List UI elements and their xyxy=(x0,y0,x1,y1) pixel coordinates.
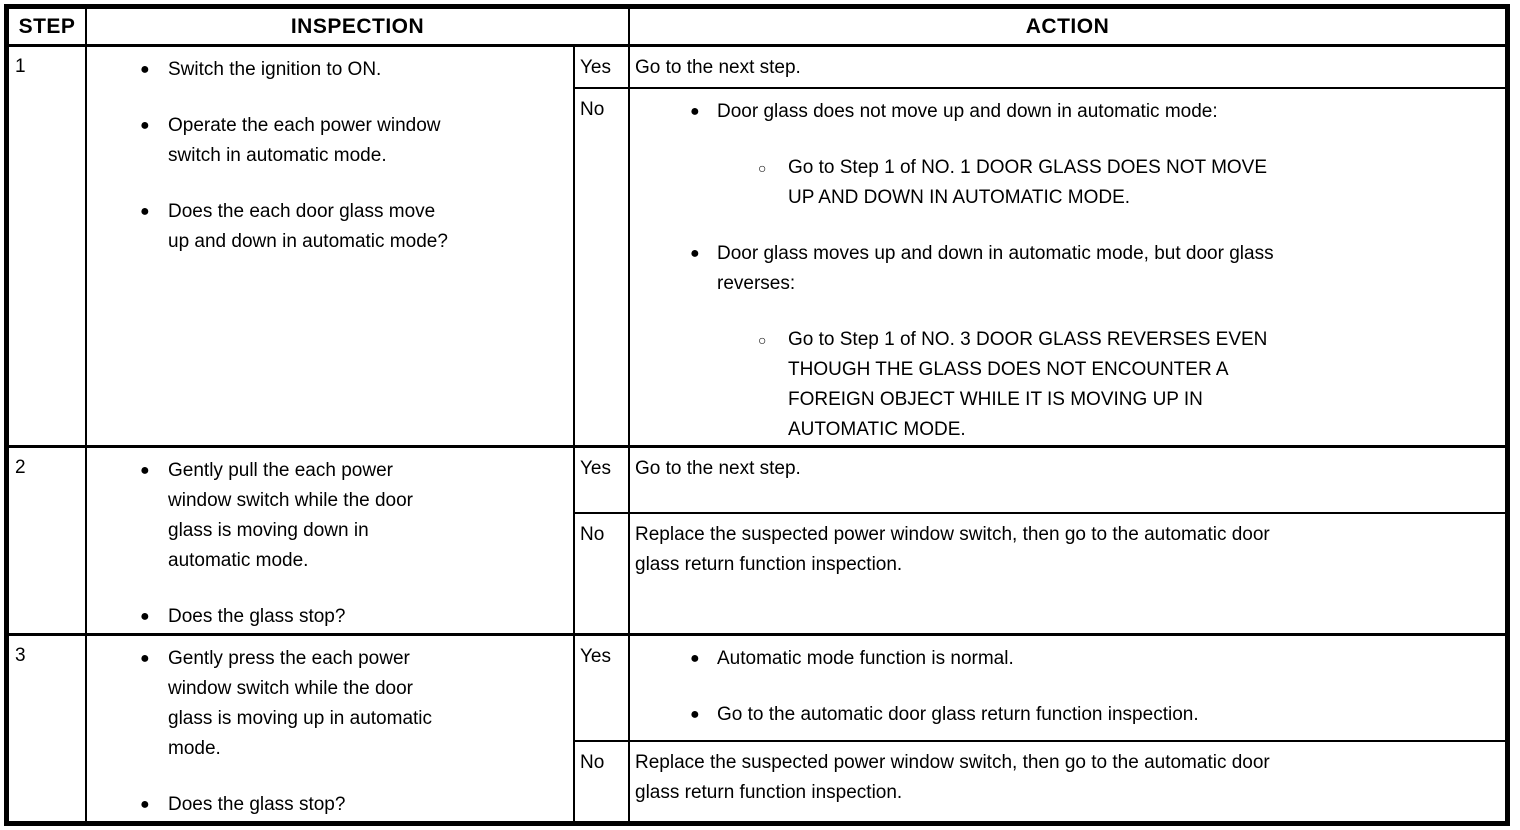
inspection-item: ● Gently pull the each power window swit… xyxy=(87,456,573,576)
action-item: ● Go to the automatic door glass return … xyxy=(630,700,1505,730)
bullet-icon: ● xyxy=(140,650,150,667)
inspection-text: Operate the each power window switch in … xyxy=(168,115,441,166)
bullet-icon: ● xyxy=(690,245,700,262)
no-label: No xyxy=(575,514,630,633)
inspection-item: ● Operate the each power window switch i… xyxy=(87,111,573,171)
inspection-text: Gently press the each power window switc… xyxy=(168,648,433,759)
step-number: 3 xyxy=(9,636,87,821)
action-cell: Yes Go to the next step. No Replace the … xyxy=(575,448,1505,633)
action-cell: Yes Go to the next step. No ● Door glass… xyxy=(575,47,1505,445)
bullet-icon: ● xyxy=(140,203,150,220)
table-row-step-3: 3 ● Gently press the each power window s… xyxy=(9,636,1505,821)
action-text: Go to Step 1 of NO. 1 DOOR GLASS DOES NO… xyxy=(788,157,1268,208)
bullet-icon: ● xyxy=(690,706,700,723)
table-row-step-2: 2 ● Gently pull the each power window sw… xyxy=(9,448,1505,636)
circle-bullet-icon: ○ xyxy=(758,332,767,348)
action-subitem: ○ Go to Step 1 of NO. 3 DOOR GLASS REVER… xyxy=(630,325,1505,445)
yes-subrow: Yes ● Automatic mode function is normal.… xyxy=(575,636,1505,742)
bullet-icon: ● xyxy=(140,796,150,813)
action-text: Automatic mode function is normal. xyxy=(717,648,1014,669)
troubleshooting-table: STEP INSPECTION ACTION 1 ● Switch the ig… xyxy=(4,4,1510,826)
bullet-icon: ● xyxy=(690,650,700,667)
inspection-item: ● Gently press the each power window swi… xyxy=(87,644,573,764)
no-subrow: No Replace the suspected power window sw… xyxy=(575,742,1505,821)
header-step: STEP xyxy=(9,9,87,44)
bullet-icon: ● xyxy=(140,117,150,134)
no-label: No xyxy=(575,742,630,821)
inspection-cell: ● Gently press the each power window swi… xyxy=(87,636,575,821)
inspection-text: Switch the ignition to ON. xyxy=(168,59,382,80)
action-text: Door glass does not move up and down in … xyxy=(717,101,1218,122)
yes-subrow: Yes Go to the next step. xyxy=(575,448,1505,514)
inspection-item: ● Switch the ignition to ON. xyxy=(87,55,573,85)
action-text: Door glass moves up and down in automati… xyxy=(717,243,1274,294)
action-item: ● Door glass does not move up and down i… xyxy=(630,97,1505,127)
bullet-icon: ● xyxy=(140,462,150,479)
circle-bullet-icon: ○ xyxy=(758,160,767,176)
inspection-text: Does the each door glass move up and dow… xyxy=(168,201,448,252)
inspection-item: ● Does the glass stop? xyxy=(87,790,573,820)
bullet-icon: ● xyxy=(690,103,700,120)
action-text: Go to the automatic door glass return fu… xyxy=(717,704,1199,725)
no-subrow: No Replace the suspected power window sw… xyxy=(575,514,1505,633)
step-number: 2 xyxy=(9,448,87,633)
action-text: Go to the next step. xyxy=(635,57,801,78)
no-subrow: No ● Door glass does not move up and dow… xyxy=(575,89,1505,445)
header-inspection: INSPECTION xyxy=(87,9,630,44)
action-list: ● Door glass does not move up and down i… xyxy=(630,89,1505,445)
table-header-row: STEP INSPECTION ACTION xyxy=(9,9,1505,47)
bullet-icon: ● xyxy=(140,608,150,625)
inspection-item: ● Does the each door glass move up and d… xyxy=(87,197,573,257)
header-action: ACTION xyxy=(1025,14,1110,38)
step-number: 1 xyxy=(9,47,87,445)
no-label: No xyxy=(575,89,630,445)
action-item: ● Automatic mode function is normal. xyxy=(630,644,1505,674)
bullet-icon: ● xyxy=(140,61,150,78)
action-text: Replace the suspected power window switc… xyxy=(635,752,1270,803)
inspection-text: Does the glass stop? xyxy=(168,606,346,627)
inspection-text: Does the glass stop? xyxy=(168,794,346,815)
yes-label: Yes xyxy=(575,47,630,87)
yes-label: Yes xyxy=(575,636,630,740)
action-text: Go to the next step. xyxy=(635,458,801,479)
action-item: ● Door glass moves up and down in automa… xyxy=(630,239,1505,299)
action-text: Replace the suspected power window switc… xyxy=(635,524,1270,575)
action-subitem: ○ Go to Step 1 of NO. 1 DOOR GLASS DOES … xyxy=(630,153,1505,213)
inspection-text: Gently pull the each power window switch… xyxy=(168,460,414,571)
table-row-step-1: 1 ● Switch the ignition to ON. ● Operate… xyxy=(9,47,1505,448)
yes-label: Yes xyxy=(575,448,630,512)
action-cell: Yes ● Automatic mode function is normal.… xyxy=(575,636,1505,821)
action-list: ● Automatic mode function is normal. ● G… xyxy=(630,636,1505,740)
inspection-cell: ● Switch the ignition to ON. ● Operate t… xyxy=(87,47,575,445)
yes-subrow: Yes Go to the next step. xyxy=(575,47,1505,89)
inspection-cell: ● Gently pull the each power window swit… xyxy=(87,448,575,633)
action-text: Go to Step 1 of NO. 3 DOOR GLASS REVERSE… xyxy=(788,329,1268,440)
inspection-item: ● Does the glass stop? xyxy=(87,602,573,632)
